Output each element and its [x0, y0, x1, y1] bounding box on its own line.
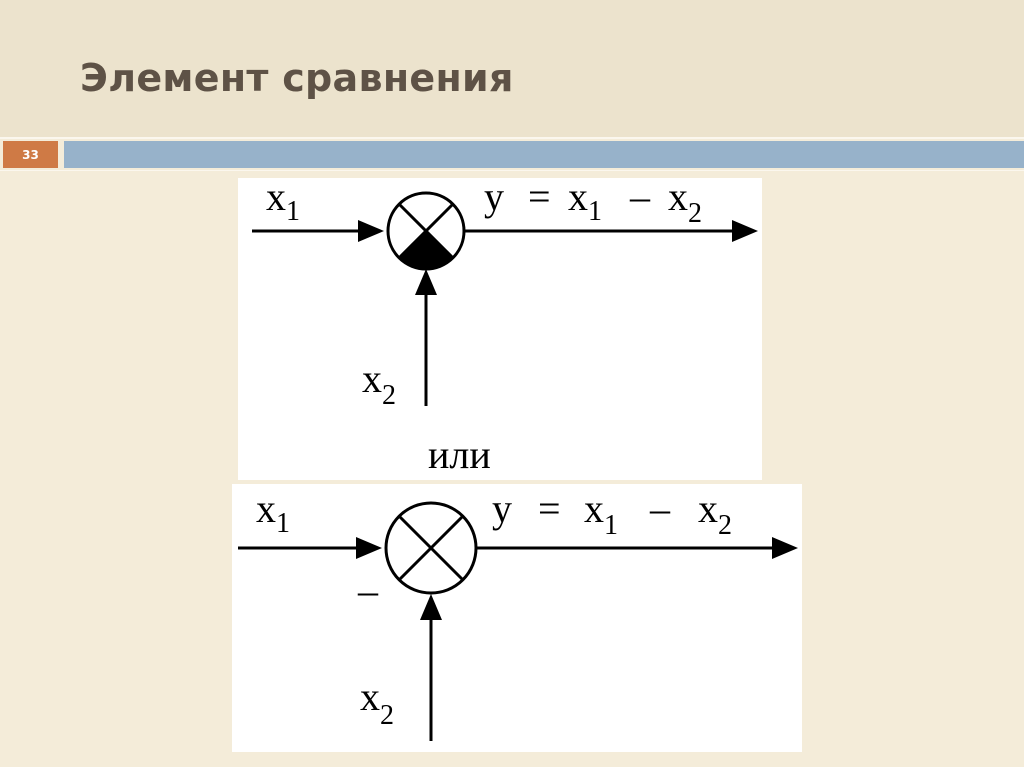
arrowhead-output [732, 220, 758, 242]
arrowhead-x2 [420, 594, 442, 620]
summing-junction-empty [384, 501, 478, 595]
diagram-panel-top: x1 y=x1–x2 x2 или [238, 178, 762, 480]
slide-title: Элемент сравнения [80, 56, 514, 100]
arrowhead-x1 [358, 220, 384, 242]
header-divider [0, 137, 1024, 139]
diagram-panel-bottom: – x1 y=x1–x2 x2 [232, 484, 802, 752]
arrowhead-output [772, 537, 798, 559]
arrowhead-x1 [356, 537, 382, 559]
comparator-diagram-filled: x1 y=x1–x2 x2 или [252, 178, 758, 477]
accent-bar [64, 141, 1024, 168]
summing-junction-filled [386, 191, 466, 271]
label-x2: x2 [360, 674, 394, 731]
arrowhead-x2 [415, 269, 437, 295]
comparator-diagram-minus: – x1 y=x1–x2 x2 [238, 486, 798, 741]
label-x2: x2 [362, 356, 396, 411]
output-equation: y=x1–x2 [492, 486, 732, 541]
output-equation: y=x1–x2 [484, 178, 702, 229]
slide-number: 33 [3, 141, 58, 168]
title-band [0, 0, 1024, 137]
minus-sign: – [357, 568, 379, 613]
accent-divider [0, 170, 1024, 171]
label-x1: x1 [256, 486, 290, 539]
label-x1: x1 [266, 178, 300, 227]
separator-ili: или [428, 432, 491, 477]
